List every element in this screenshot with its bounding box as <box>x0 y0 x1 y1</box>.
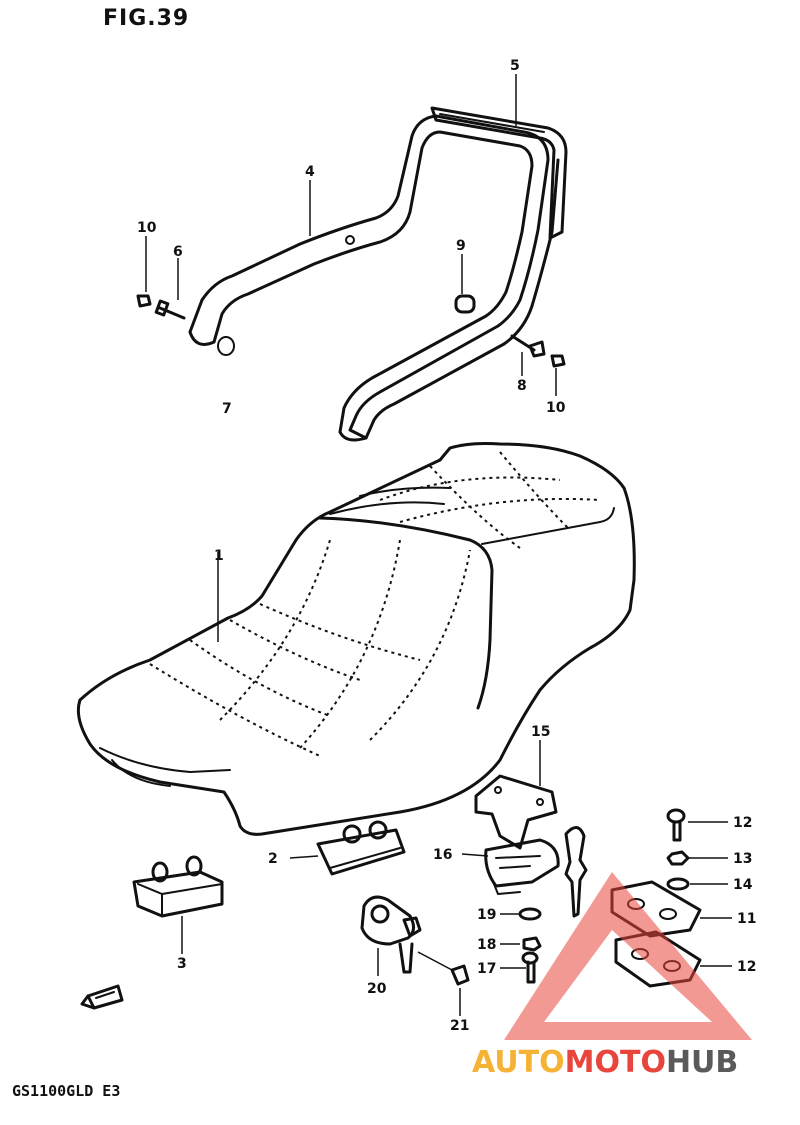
callout-17: 16 <box>433 847 452 863</box>
figure-title: FIG.39 <box>103 6 190 31</box>
callout-15: 14 <box>733 877 753 893</box>
seat-damper <box>316 820 406 876</box>
grab-rail-main <box>188 114 560 442</box>
callout-5: 5 <box>510 58 520 74</box>
callout-7: 7 <box>222 401 232 417</box>
fasteners-left <box>136 294 186 320</box>
callout-22: 21 <box>450 1018 469 1034</box>
seat <box>76 442 636 836</box>
callout-4: 4 <box>305 164 315 180</box>
callout-9: 9 <box>456 238 466 254</box>
leader-lines <box>145 74 732 1016</box>
callout-3: 3 <box>177 956 187 972</box>
callout-labels: 5 4 10 6 9 8 10 7 1 15 12 2 16 13 14 19 … <box>137 58 756 1034</box>
seat-lock-bracket <box>474 774 558 850</box>
callout-8: 8 <box>517 378 527 394</box>
callout-2: 2 <box>268 851 278 867</box>
cushion-block <box>132 855 224 918</box>
front-direction-arrow <box>80 984 124 1010</box>
callout-21: 20 <box>367 981 387 997</box>
seat-lock <box>484 826 588 918</box>
helmet-lock <box>360 895 422 974</box>
watermark-auto: AUTO <box>472 1045 565 1080</box>
callout-6: 6 <box>173 244 183 260</box>
model-code: GS1100GLD E3 <box>12 1082 121 1100</box>
helmet-lock-bolt <box>417 951 470 986</box>
callout-10-left: 10 <box>137 220 157 236</box>
watermark-triangle-logo <box>504 872 752 1040</box>
callout-16: 15 <box>531 724 550 740</box>
callout-1: 1 <box>214 548 224 564</box>
callout-14: 13 <box>733 851 752 867</box>
rail-bush <box>454 294 476 314</box>
callout-19: 18 <box>477 937 496 953</box>
callout-13: 12 <box>733 815 752 831</box>
callout-18: 17 <box>477 961 496 977</box>
automotohub-watermark: AUTOMOTOHUB <box>472 872 752 1080</box>
callout-10-right: 10 <box>546 400 566 416</box>
watermark-hub: HUB <box>666 1045 738 1080</box>
callout-20: 19 <box>477 907 496 923</box>
watermark-moto: MOTO <box>565 1045 666 1080</box>
svg-text:AUTOMOTOHUB: AUTOMOTOHUB <box>472 1045 738 1080</box>
callout-12: 12 <box>737 959 756 975</box>
fasteners-right <box>510 334 566 368</box>
callout-11: 11 <box>737 911 756 927</box>
